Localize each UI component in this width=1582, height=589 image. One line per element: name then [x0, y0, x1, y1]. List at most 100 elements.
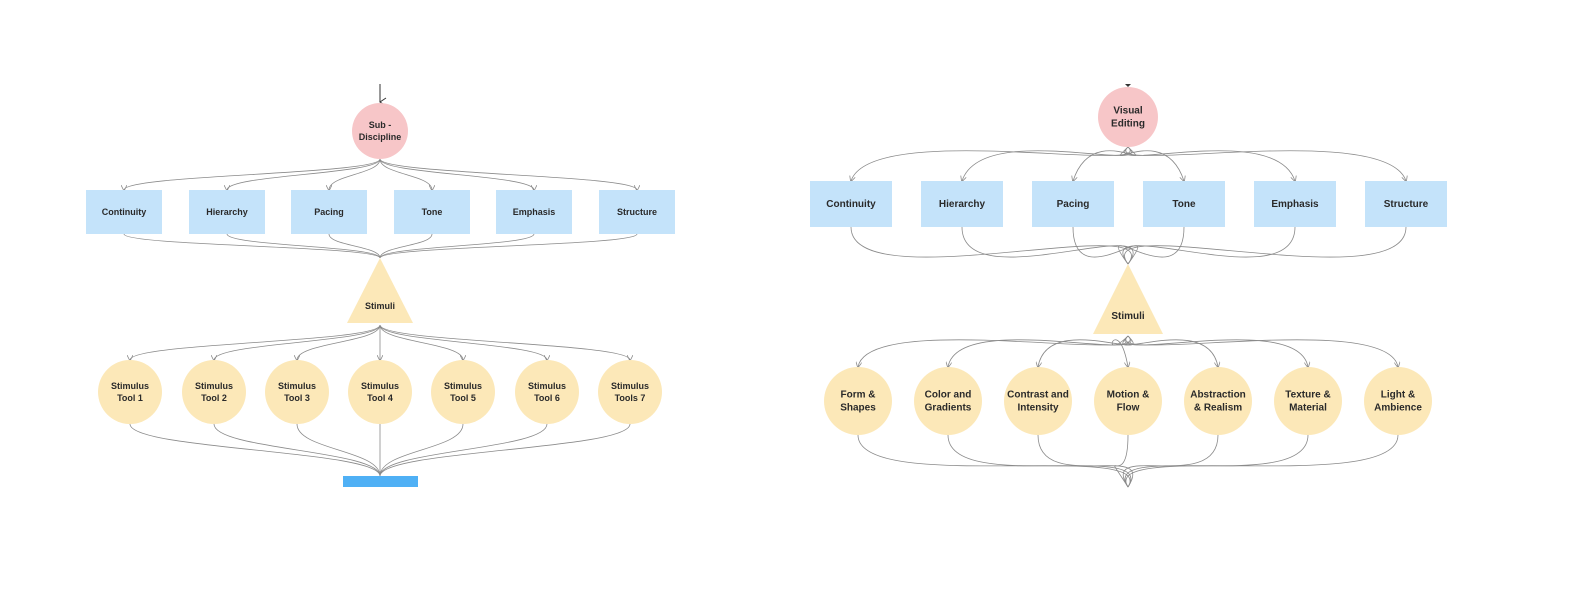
output-bar[interactable] [343, 476, 418, 487]
category-continuity[interactable]: Continuity [86, 190, 162, 234]
node-label: Gradients [925, 403, 972, 414]
edge-category-to-stimuli [379, 233, 638, 259]
node-label: Color and [925, 390, 972, 401]
node-label: Motion & [1107, 390, 1150, 401]
category-structure[interactable]: Structure [599, 190, 675, 234]
tool-circle [914, 367, 982, 435]
edge-root-to-category [851, 146, 1131, 181]
category-pacing[interactable]: Pacing [291, 190, 367, 234]
edge-root-to-category [1120, 146, 1184, 181]
stimuli-triangle [347, 258, 413, 323]
node-label: Tool 3 [284, 393, 310, 403]
category-emphasis[interactable]: Emphasis [1254, 181, 1336, 227]
category-tone[interactable]: Tone [394, 190, 470, 234]
edge-stimuli-to-tool [1038, 335, 1134, 367]
category-continuity[interactable]: Continuity [810, 181, 892, 227]
category-box [1254, 181, 1336, 227]
edge-stimuli-to-tool [858, 335, 1131, 367]
entry-arrow-tip [1125, 84, 1131, 87]
edge-category-to-stimuli [1117, 226, 1185, 265]
node-label: Visual [1113, 106, 1142, 117]
category-hierarchy[interactable]: Hierarchy [921, 181, 1003, 227]
edge-root-to-category [329, 158, 381, 190]
category-tone[interactable]: Tone [1143, 181, 1225, 227]
node-label: Shapes [840, 403, 876, 414]
edge-category-to-stimuli [123, 233, 381, 259]
edge-stimuli-to-tool [379, 324, 463, 360]
tool-5[interactable]: Abstraction& Realism [1184, 367, 1252, 435]
node-label: Material [1289, 403, 1327, 414]
category-box [394, 190, 470, 234]
edge-tool-to-output [1125, 434, 1399, 488]
node-label: Stimulus [611, 381, 649, 391]
tool-4[interactable]: Motion &Flow [1094, 367, 1162, 435]
edge-root-to-category [1125, 146, 1406, 181]
edge-tool-to-output [1124, 434, 1309, 488]
tool-circle [1004, 367, 1072, 435]
edge-tool-to-output [379, 423, 464, 477]
tool-7[interactable]: Light &Ambience [1364, 367, 1432, 435]
node-label: Tool 2 [201, 393, 227, 403]
tool-6[interactable]: Texture &Material [1274, 367, 1342, 435]
edge-root-to-category [379, 158, 534, 190]
node-label: Stimulus [528, 381, 566, 391]
category-structure[interactable]: Structure [1365, 181, 1447, 227]
category-emphasis[interactable]: Emphasis [496, 190, 572, 234]
node-label: Intensity [1017, 403, 1059, 414]
edge-root-to-category [379, 158, 637, 190]
node-label: Sub - [369, 120, 392, 130]
category-box [1365, 181, 1447, 227]
category-label: Structure [617, 207, 657, 217]
edge-root-to-category [124, 158, 381, 190]
node-label: & Realism [1194, 403, 1242, 414]
tool-circle [265, 360, 329, 424]
edge-category-to-stimuli [226, 233, 381, 259]
edge-stimuli-to-tool [1124, 335, 1308, 367]
stimuli-node[interactable]: Stimuli [347, 258, 413, 323]
stimuli-node[interactable]: Stimuli [1093, 264, 1163, 334]
category-label: Pacing [1057, 199, 1090, 210]
root-node-sub-discipline[interactable]: Sub -Discipline [352, 103, 408, 159]
edge-category-to-stimuli [1072, 226, 1139, 265]
edge-root-to-category [1124, 146, 1295, 181]
category-box [599, 190, 675, 234]
tool-circle [598, 360, 662, 424]
category-box [810, 181, 892, 227]
category-label: Continuity [826, 199, 876, 210]
tool-circle [1364, 367, 1432, 435]
category-label: Hierarchy [206, 207, 248, 217]
edge-root-to-category [1073, 146, 1136, 181]
category-label: Emphasis [513, 207, 556, 217]
node-label: Tool 4 [367, 393, 393, 403]
tool-1[interactable]: Form & Shapes [824, 367, 892, 435]
edge-stimuli-to-tool [1111, 335, 1128, 367]
stimuli-label: Stimuli [1111, 311, 1145, 322]
category-label: Tone [1172, 199, 1196, 210]
edge-tool-to-output [1037, 434, 1134, 488]
edge-root-to-category [227, 158, 381, 190]
category-pacing[interactable]: Pacing [1032, 181, 1114, 227]
stimuli-triangle [1093, 264, 1163, 334]
tool-circle [1184, 367, 1252, 435]
category-hierarchy[interactable]: Hierarchy [189, 190, 265, 234]
edge-root-to-category [379, 158, 432, 190]
tool-circle [515, 360, 579, 424]
category-label: Continuity [102, 207, 147, 217]
node-label: Form & [841, 390, 876, 401]
node-label: Ambience [1374, 403, 1422, 414]
node-label: Stimulus [195, 381, 233, 391]
category-box [291, 190, 367, 234]
edge-category-to-stimuli [1124, 226, 1407, 265]
edge-stimuli-to-tool [379, 324, 630, 360]
